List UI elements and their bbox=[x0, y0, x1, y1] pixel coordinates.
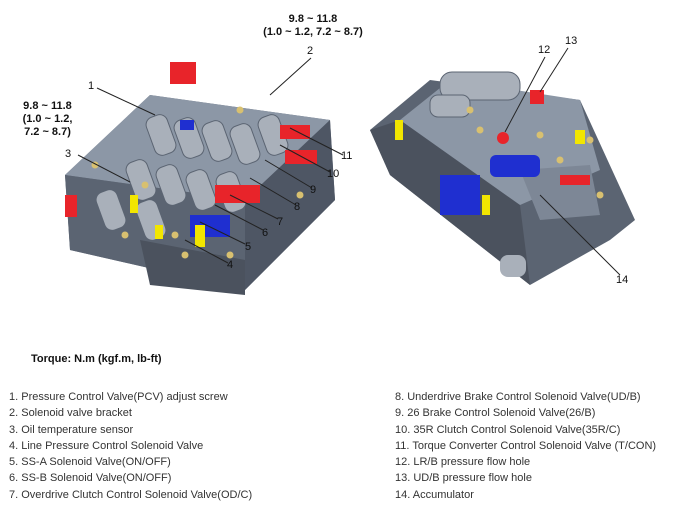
solenoid-row bbox=[95, 114, 289, 241]
left-valve-body bbox=[65, 62, 335, 295]
callout-13: 13 bbox=[565, 35, 578, 47]
callout-1: 1 bbox=[88, 80, 95, 92]
callout-11: 11 bbox=[341, 150, 353, 162]
callout-9: 9 bbox=[310, 184, 317, 196]
legend-right-column: 8. Underdrive Brake Control Solenoid Val… bbox=[395, 389, 656, 503]
callout-4: 4 bbox=[227, 259, 234, 271]
legend-item: 2. Solenoid valve bracket bbox=[9, 407, 132, 420]
callout-leader-lines bbox=[77, 47, 621, 276]
legend-left-column: 1. Pressure Control Valve(PCV) adjust sc… bbox=[9, 389, 252, 503]
torque-spec-left: 9.8 ~ 11.8 (1.0 ~ 1.2, 7.2 ~ 8.7) bbox=[10, 100, 85, 139]
callout-7: 7 bbox=[277, 216, 284, 228]
torque-spec-top: 9.8 ~ 11.8 (1.0 ~ 1.2, 7.2 ~ 8.7) bbox=[253, 13, 373, 39]
legend-item: 10. 35R Clutch Control Solenoid Valve(35… bbox=[395, 423, 621, 436]
legend-item: 8. Underdrive Brake Control Solenoid Val… bbox=[395, 391, 641, 403]
callout-14: 14 bbox=[616, 274, 629, 286]
legend-item: 4. Line Pressure Control Solenoid Valve bbox=[9, 439, 204, 452]
callout-3: 3 bbox=[65, 148, 72, 160]
right-valve-body bbox=[370, 71, 635, 285]
callout-8: 8 bbox=[294, 201, 301, 213]
legend-item: 6. SS-B Solenoid Valve(ON/OFF) bbox=[9, 472, 172, 485]
legend-item: 5. SS-A Solenoid Valve(ON/OFF) bbox=[9, 456, 171, 469]
legend-item: 9. 26 Brake Control Solenoid Valve(26/B) bbox=[395, 407, 596, 420]
legend-item: 11. Torque Converter Control Solenoid Va… bbox=[395, 439, 657, 452]
legend-item: 1. Pressure Control Valve(PCV) adjust sc… bbox=[9, 391, 228, 403]
torque-spec-left-line3: 7.2 ~ 8.7) bbox=[24, 126, 71, 138]
callout-12: 12 bbox=[538, 44, 551, 56]
callout-10: 10 bbox=[327, 168, 340, 180]
torque-spec-top-line2: (1.0 ~ 1.2, 7.2 ~ 8.7) bbox=[263, 26, 363, 38]
callout-6: 6 bbox=[262, 227, 269, 239]
torque-spec-left-line1: 9.8 ~ 11.8 bbox=[23, 100, 72, 112]
legend-item: 13. UD/B pressure flow hole bbox=[395, 472, 532, 485]
callout-2: 2 bbox=[307, 45, 314, 57]
legend-item: 12. LR/B pressure flow hole bbox=[395, 456, 531, 469]
torque-spec-top-line1: 9.8 ~ 11.8 bbox=[288, 13, 338, 25]
torque-units-heading: Torque: N.m (kgf.m, lb-ft) bbox=[31, 353, 162, 365]
valve-body-illustration bbox=[65, 47, 635, 295]
legend-item: 14. Accumulator bbox=[395, 488, 474, 501]
callout-5: 5 bbox=[245, 241, 252, 253]
legend-item: 7. Overdrive Clutch Control Solenoid Val… bbox=[9, 488, 253, 501]
legend-item: 3. Oil temperature sensor bbox=[9, 423, 134, 436]
torque-spec-left-line2: (1.0 ~ 1.2, bbox=[22, 113, 73, 125]
